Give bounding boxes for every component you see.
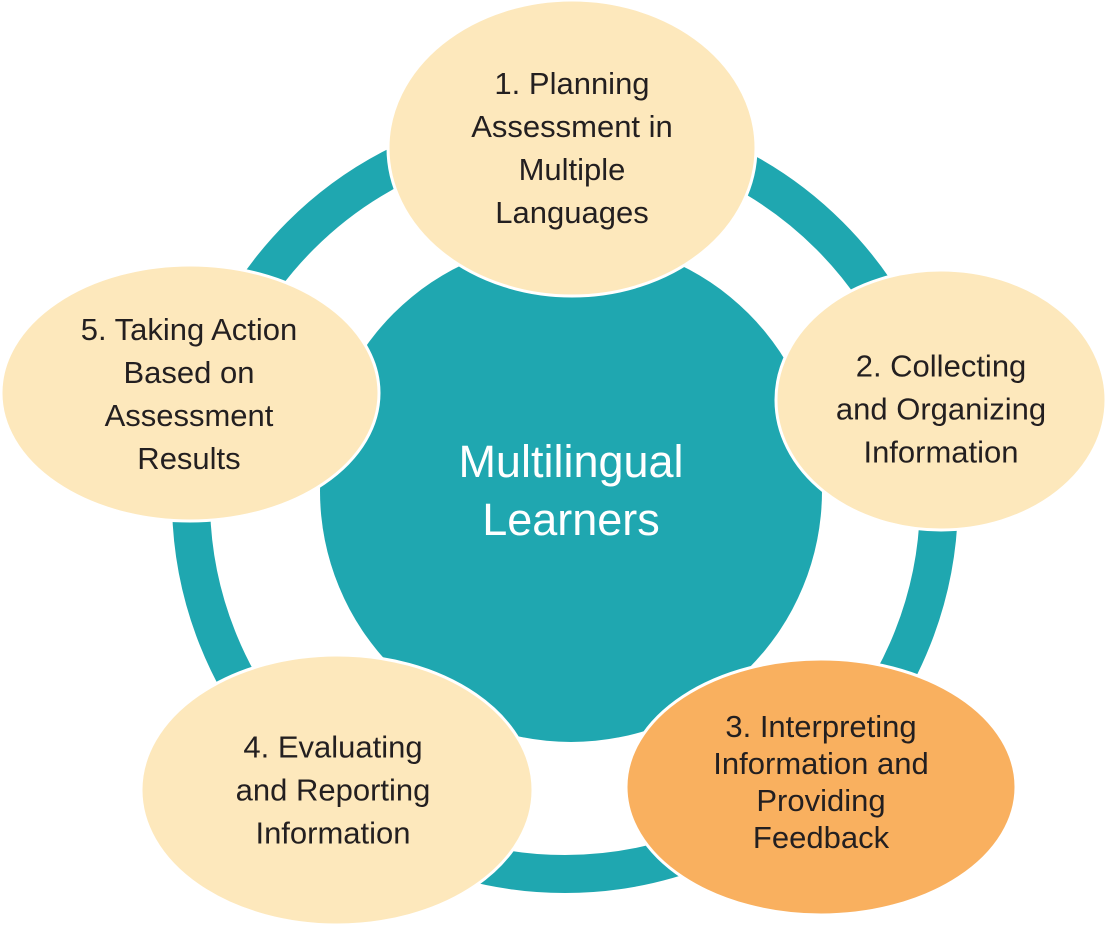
node-4-line: 4. Evaluating (243, 729, 423, 765)
node-4-label: 4. Evaluating and Reporting Information (236, 726, 431, 855)
node-1-line: 1. Planning (494, 66, 650, 101)
node-1-line: Multiple (518, 152, 626, 187)
node-2-line: 2. Collecting (855, 348, 1027, 384)
node-5-label: 5. Taking Action Based on Assessment Res… (81, 308, 298, 480)
node-2-line: and Organizing (835, 391, 1047, 427)
node-1-line: Assessment in (471, 109, 673, 144)
node-2-line: Information (863, 434, 1019, 470)
center-line-1: Multilingual (458, 436, 684, 487)
node-1-label: 1. Planning Assessment in Multiple Langu… (471, 62, 673, 234)
node-3-line: Information and (713, 746, 929, 781)
node-1-ellipse (386, 0, 758, 298)
center-circle (320, 240, 822, 742)
node-1-line: Languages (495, 195, 649, 230)
node-5-line: 5. Taking Action (80, 312, 298, 347)
node-3-label: 3. Interpreting Information and Providin… (713, 708, 928, 856)
center-label: Multilingual Learners (458, 433, 683, 549)
node-3-line: 3. Interpreting (725, 709, 917, 744)
node-5-line: Results (137, 441, 241, 476)
center-line-2: Learners (482, 494, 660, 545)
node-4-line: Information (255, 815, 411, 851)
node-4-line: and Reporting (235, 772, 431, 808)
node-5-ellipse (0, 263, 381, 523)
node-4-ellipse (139, 653, 535, 926)
node-5-line: Based on (123, 355, 255, 390)
node-3-ellipse (624, 657, 1018, 917)
node-5-line: Assessment (104, 398, 274, 433)
node-2-ellipse (774, 268, 1106, 532)
node-2-label: 2. Collecting and Organizing Information (836, 345, 1046, 474)
node-3-line: Providing (756, 783, 886, 818)
node-3-line: Feedback (752, 820, 890, 855)
